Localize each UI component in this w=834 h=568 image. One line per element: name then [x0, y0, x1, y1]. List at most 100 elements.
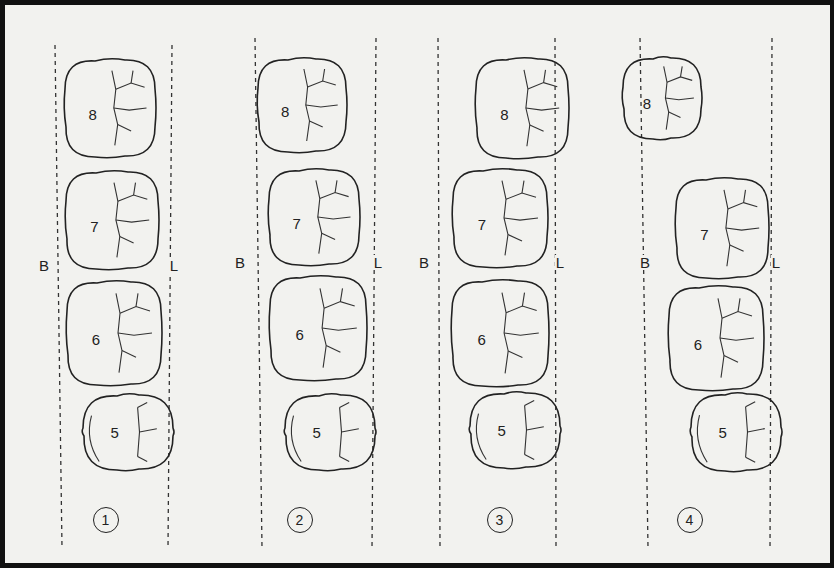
fissure-line — [138, 457, 148, 462]
tooth-outline — [64, 59, 156, 158]
side-label: L — [771, 255, 781, 270]
tooth-outline — [268, 169, 360, 266]
fissure-line — [342, 429, 359, 432]
fissure-line — [131, 71, 133, 83]
fissures — [138, 403, 157, 462]
tooth-number: 6 — [295, 327, 303, 342]
fissure-line — [544, 70, 546, 83]
tooth-outline — [284, 394, 376, 471]
premolar-outline: 5 — [688, 390, 784, 474]
fissure-line — [681, 66, 683, 77]
fissure-line — [340, 457, 350, 462]
tooth-drawing — [620, 54, 704, 142]
tooth-outline — [622, 57, 702, 140]
fissures — [316, 180, 351, 253]
fissure-line — [310, 121, 323, 127]
tooth-number: 8 — [89, 107, 97, 122]
fissure-line — [323, 69, 325, 81]
fissure-line — [720, 338, 754, 340]
fissure-line — [340, 407, 342, 456]
tooth-drawing — [688, 390, 784, 474]
fissure-line — [665, 98, 694, 100]
fissure-line — [525, 455, 535, 460]
fissure-line — [508, 235, 522, 241]
tooth-outline — [668, 286, 764, 391]
tooth-drawing — [282, 391, 378, 473]
fissure-line — [340, 403, 350, 408]
fissure-line — [744, 190, 746, 203]
fissure-line — [522, 293, 524, 306]
premolar-outline: 5 — [467, 389, 563, 471]
tooth-number: 7 — [700, 227, 708, 242]
tooth-number: 7 — [293, 216, 301, 231]
fissure-line — [120, 307, 150, 314]
fissure-line — [525, 405, 527, 454]
fissure-line — [724, 356, 738, 363]
side-label: L — [555, 255, 565, 270]
fissure-line — [506, 306, 537, 313]
tooth-number: 8 — [500, 107, 508, 122]
tooth-drawing — [467, 389, 563, 471]
molar-outline: 6 — [666, 283, 766, 393]
buccal-line — [55, 45, 62, 548]
tooth-drawing — [266, 166, 362, 268]
fissures — [724, 190, 759, 266]
cusp-ridge — [697, 415, 707, 462]
fissures — [525, 401, 544, 460]
lingual-line — [372, 38, 376, 548]
tooth-drawing — [673, 175, 771, 281]
tooth-number: 6 — [477, 332, 485, 347]
lingual-line — [555, 38, 556, 548]
fissure-line — [118, 125, 131, 131]
tooth-drawing — [666, 283, 766, 393]
fissure-line — [335, 180, 337, 192]
tooth-number: 8 — [281, 104, 289, 119]
fissure-line — [504, 333, 539, 335]
fissures — [746, 402, 765, 462]
fissure-line — [746, 407, 748, 457]
premolar-outline: 5 — [282, 391, 378, 473]
fissure-line — [114, 108, 147, 110]
fissures — [304, 69, 338, 141]
fissure-line — [726, 228, 759, 230]
tooth-drawing — [62, 56, 158, 160]
fissures — [502, 293, 539, 374]
fissure-line — [116, 83, 145, 89]
fissures — [112, 71, 147, 146]
fissure-line — [116, 220, 149, 222]
fissure-line — [120, 237, 134, 243]
molar-outline: 6 — [267, 273, 369, 383]
premolar-outline: 5 — [80, 391, 176, 473]
tooth-outline — [269, 276, 367, 381]
tooth-outline — [675, 178, 769, 279]
fissure-line — [525, 401, 535, 406]
fissure-line — [308, 81, 336, 87]
tooth-outline — [690, 393, 782, 472]
fissure-line — [136, 293, 138, 306]
lingual-line — [168, 45, 172, 548]
molar-outline: 7 — [450, 166, 550, 270]
tooth-number: 6 — [92, 332, 100, 347]
tooth-number: 7 — [90, 219, 98, 234]
fissure-line — [134, 183, 136, 195]
fissure-line — [526, 108, 559, 110]
fissure-line — [667, 77, 692, 82]
side-label: B — [639, 255, 651, 270]
column-number-text: 4 — [686, 513, 694, 527]
fissure-line — [320, 193, 349, 199]
tooth-drawing — [449, 277, 551, 389]
molar-outline: 8 — [255, 55, 349, 155]
tooth-number: 5 — [497, 423, 505, 438]
molar-outline: 7 — [673, 175, 771, 281]
column-number: 1 — [93, 507, 119, 533]
cusp-ridge — [291, 416, 301, 462]
side-label: L — [373, 255, 383, 270]
side-label: B — [234, 255, 246, 270]
column-number: 4 — [677, 507, 703, 533]
fissure-line — [118, 333, 152, 335]
molar-outline: 8 — [473, 55, 571, 161]
column-number: 3 — [487, 507, 513, 533]
tooth-drawing — [64, 278, 164, 388]
fissure-line — [122, 351, 136, 358]
fissure-line — [506, 193, 536, 199]
